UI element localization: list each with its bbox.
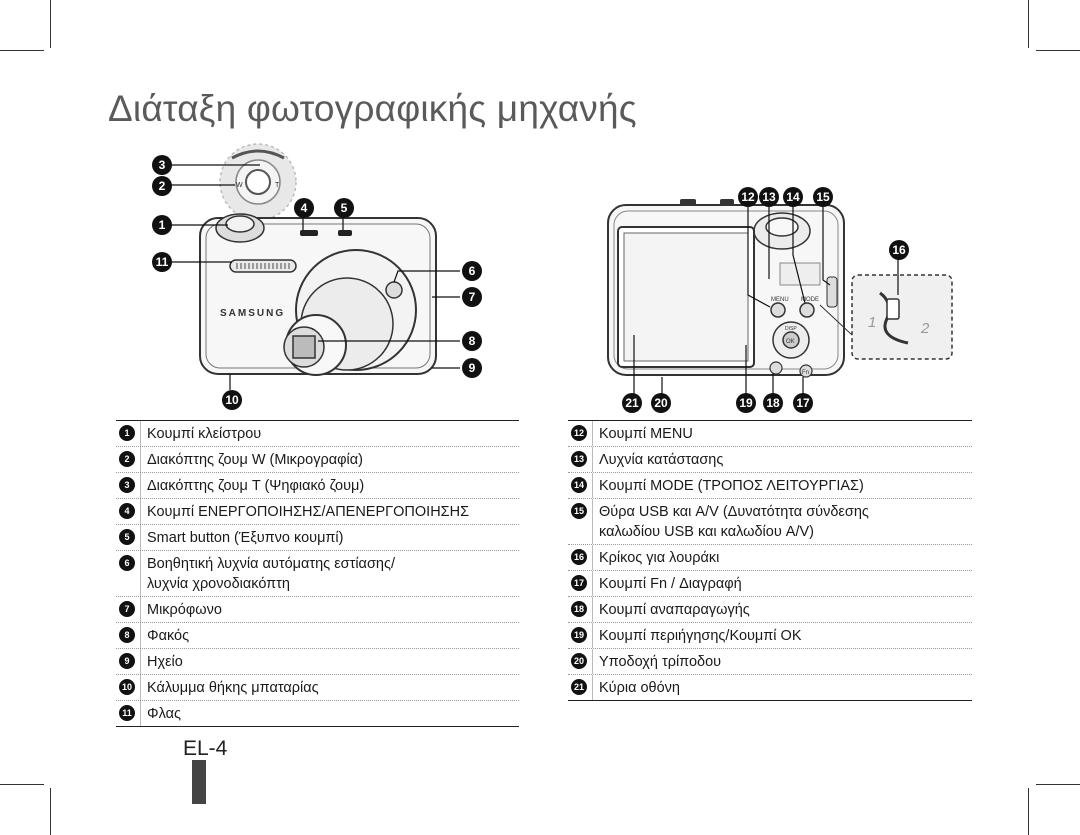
callout-7: 7 bbox=[462, 287, 482, 307]
callout-4: 4 bbox=[294, 198, 314, 218]
callout-11: 11 bbox=[152, 252, 172, 272]
callout-6: 6 bbox=[462, 261, 482, 281]
svg-text:W: W bbox=[236, 182, 243, 189]
camera-front-illustration: W T SAMSUNG bbox=[162, 143, 460, 390]
callout-5: 5 bbox=[334, 198, 354, 218]
crop-mark bbox=[0, 50, 44, 51]
callout-15: 15 bbox=[813, 187, 833, 207]
svg-text:T: T bbox=[275, 182, 280, 189]
callout-2: 2 bbox=[152, 176, 172, 196]
camera-back-illustration: MENU MODE DISP OK Fn 1 2 bbox=[607, 199, 953, 395]
callout-21: 21 bbox=[622, 393, 642, 413]
callout-17: 17 bbox=[793, 393, 813, 413]
callout-12: 12 bbox=[738, 187, 758, 207]
crop-mark bbox=[50, 0, 51, 48]
disp-label: DISP bbox=[785, 326, 797, 332]
crop-mark bbox=[1036, 50, 1080, 51]
callout-20: 20 bbox=[651, 393, 671, 413]
callout-8: 8 bbox=[462, 331, 482, 351]
section-tab-marker bbox=[192, 760, 206, 804]
callout-9: 9 bbox=[462, 358, 482, 378]
crop-mark bbox=[1028, 0, 1029, 48]
menu-button-label: MENU bbox=[771, 297, 789, 303]
crop-mark bbox=[1036, 784, 1080, 785]
camera-brand-logo: SAMSUNG bbox=[220, 308, 285, 319]
ok-label: OK bbox=[786, 339, 795, 345]
fn-label: Fn bbox=[802, 370, 809, 376]
page-title: Διάταξη φωτογραφικής μηχανής bbox=[108, 88, 637, 129]
strap-step-2: 2 bbox=[920, 320, 930, 337]
strap-step-1: 1 bbox=[868, 314, 876, 331]
callout-18: 18 bbox=[763, 393, 783, 413]
callout-10: 10 bbox=[222, 390, 242, 410]
callout-16: 16 bbox=[889, 240, 909, 260]
callout-14: 14 bbox=[783, 187, 803, 207]
crop-mark bbox=[0, 784, 44, 785]
mode-button-label: MODE bbox=[801, 297, 819, 303]
page-number: EL-4 bbox=[183, 737, 228, 760]
callout-1: 1 bbox=[152, 215, 172, 235]
crop-mark bbox=[50, 788, 51, 835]
callout-3: 3 bbox=[152, 155, 172, 175]
callout-13: 13 bbox=[759, 187, 779, 207]
callout-19: 19 bbox=[736, 393, 756, 413]
crop-mark bbox=[1028, 788, 1029, 835]
